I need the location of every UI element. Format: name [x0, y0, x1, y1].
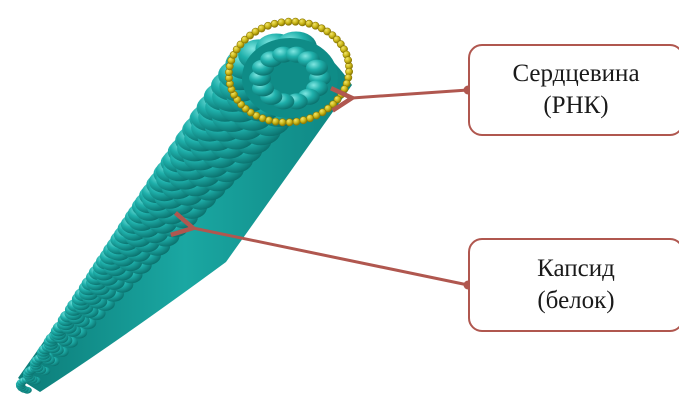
rna-nucleotide	[286, 119, 293, 126]
rna-nucleotide	[272, 118, 279, 125]
rna-nucleotide	[293, 118, 300, 125]
rna-nucleotide	[278, 19, 285, 26]
capsid-label-subtitle: (белок)	[537, 285, 614, 318]
rna-nucleotide	[292, 18, 299, 25]
capsid-arrow	[193, 228, 468, 285]
rna-core-label-subtitle: (РНК)	[543, 90, 608, 123]
rna-nucleotide	[264, 22, 271, 29]
rna-nucleotide	[300, 117, 307, 124]
rna-nucleotide	[299, 19, 306, 26]
rna-nucleotide	[345, 57, 352, 64]
rna-nucleotide	[271, 20, 278, 27]
rna-nucleotide	[279, 119, 286, 126]
rna-nucleotide	[306, 115, 313, 122]
core-arrow	[352, 90, 468, 98]
rna-nucleotide	[285, 18, 292, 25]
rna-core-label-title: Сердцевина	[512, 58, 639, 91]
rna-nucleotide	[265, 117, 272, 124]
capsid-label: Капсид (белок)	[468, 238, 679, 332]
inner-protein-subunit	[306, 60, 328, 76]
capsid-label-title: Капсид	[537, 253, 615, 286]
rna-core-label: Сердцевина (РНК)	[468, 44, 679, 136]
rna-nucleotide	[306, 20, 313, 27]
